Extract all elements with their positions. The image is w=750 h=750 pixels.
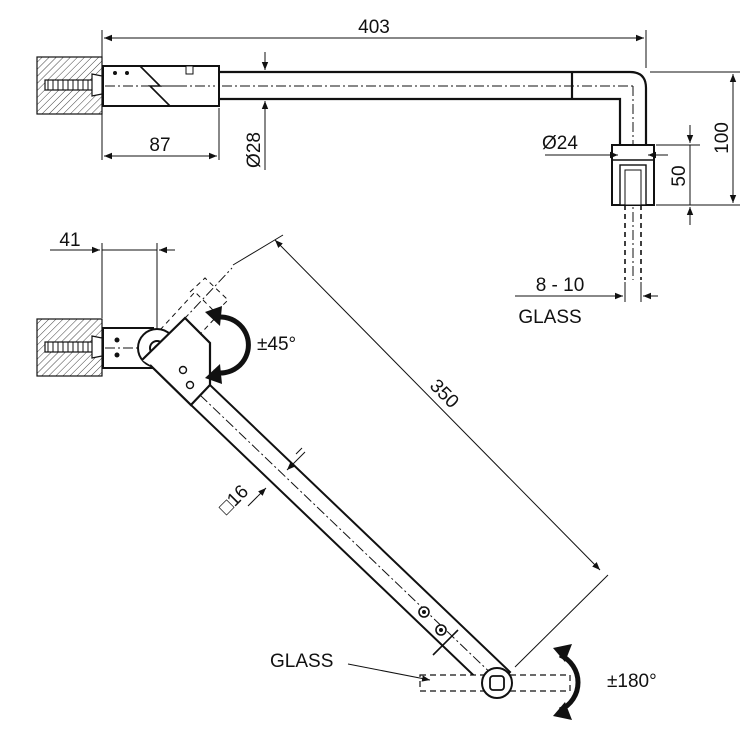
glass-leader-bottom: GLASS bbox=[270, 651, 431, 682]
total-height-label: 100 bbox=[712, 122, 733, 154]
dimension-403: 403 bbox=[101, 17, 647, 68]
dimension-diameter-28: Ø28 bbox=[222, 52, 272, 170]
offset-label: 41 bbox=[59, 230, 80, 251]
rotation-arrow-45: ±45° bbox=[205, 306, 296, 384]
dimension-glass-thickness: 8 - 10 GLASS bbox=[515, 275, 658, 328]
dimension-diameter-24: Ø24 bbox=[542, 133, 668, 159]
end-clamp bbox=[419, 667, 571, 699]
top-view: 403 87 Ø28 Ø24 bbox=[36, 17, 740, 328]
glass-range-label: 8 - 10 bbox=[536, 275, 585, 296]
glass-label-bottom: GLASS bbox=[270, 651, 333, 672]
mounting-bracket-top bbox=[102, 65, 220, 107]
end-rotation-label: ±180° bbox=[607, 671, 657, 692]
dimension-87: 87 bbox=[101, 108, 220, 160]
dimension-100: 100 bbox=[650, 71, 740, 206]
arm-length-label: 350 bbox=[425, 375, 462, 412]
rotation-arrow-180: ±180° bbox=[553, 644, 657, 720]
post-diameter-label: Ø24 bbox=[542, 133, 578, 154]
glass-clamp-top bbox=[611, 144, 655, 206]
dimension-41: 41 bbox=[50, 230, 175, 330]
arm-section-label: □16 bbox=[215, 481, 253, 519]
mount-length-label: 87 bbox=[149, 135, 170, 156]
glass-panel-top bbox=[624, 205, 642, 280]
dimension-50: 50 bbox=[656, 125, 700, 225]
clamp-height-label: 50 bbox=[669, 165, 690, 186]
hinge-rotation-label: ±45° bbox=[257, 334, 296, 355]
tube-diameter-label: Ø28 bbox=[244, 132, 265, 168]
support-arm bbox=[141, 316, 512, 694]
bottom-view: 41 bbox=[36, 230, 657, 720]
glass-label-top: GLASS bbox=[518, 307, 581, 328]
length-label: 403 bbox=[358, 17, 390, 38]
